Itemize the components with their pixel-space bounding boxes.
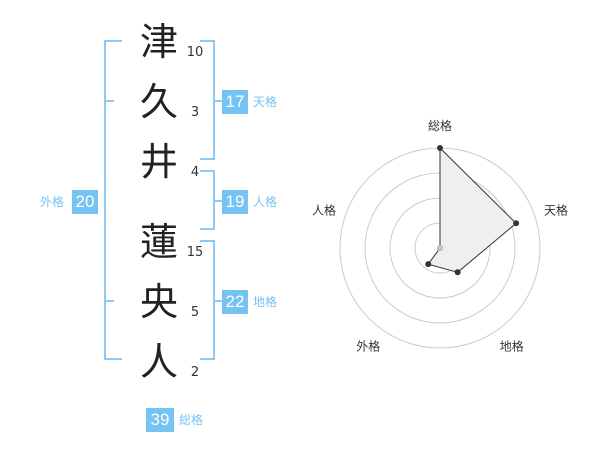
radar-center-dot — [437, 245, 443, 251]
jinkaku-bracket-tick — [213, 200, 222, 202]
stroke-count-6: 2 — [190, 365, 200, 380]
name-char-5: 央 — [139, 280, 178, 324]
radar-axis-label-5: 人格 — [312, 202, 336, 217]
gaikaku-bracket — [104, 40, 122, 360]
name-char-4: 蓮 — [139, 220, 178, 264]
jinkaku-label: 人格 — [253, 195, 278, 209]
radar-axis-label-3: 地格 — [500, 339, 524, 354]
radar-area — [427, 146, 517, 273]
name-char-3: 井 — [139, 140, 178, 184]
soukaku-label: 総格 — [179, 413, 204, 427]
stroke-count-3: 4 — [190, 165, 200, 180]
radar-point-1 — [437, 145, 443, 151]
name-char-2: 久 — [139, 80, 178, 124]
tenkaku-label: 天格 — [253, 95, 278, 109]
radar-point-2 — [513, 220, 520, 227]
chikaku-bracket-tick — [213, 300, 222, 302]
gaikaku-label: 外格 — [40, 195, 65, 209]
name-char-6: 人 — [139, 340, 178, 384]
stroke-count-5: 5 — [190, 305, 200, 320]
tenkaku-value: 17 — [222, 90, 248, 114]
radar-axis-label-4: 外格 — [356, 339, 380, 354]
radar-point-4 — [425, 261, 432, 268]
soukaku-value: 39 — [146, 408, 174, 432]
radar-point-3 — [454, 269, 461, 276]
chikaku-label: 地格 — [253, 295, 278, 309]
chikaku-value: 22 — [222, 290, 248, 314]
stroke-count-4: 15 — [186, 245, 204, 260]
gaikaku-bracket-tick — [104, 300, 114, 302]
gaikaku-value: 20 — [72, 190, 98, 214]
radar-axis-label-2: 天格 — [544, 202, 568, 217]
name-char-1: 津 — [139, 20, 178, 64]
jinkaku-value: 19 — [222, 190, 248, 214]
stroke-count-2: 3 — [190, 105, 200, 120]
stroke-count-1: 10 — [186, 45, 204, 60]
gaikaku-bracket-tick — [104, 100, 114, 102]
tenkaku-bracket-tick — [213, 100, 222, 102]
radar-axis-label-1: 総格 — [428, 118, 452, 133]
